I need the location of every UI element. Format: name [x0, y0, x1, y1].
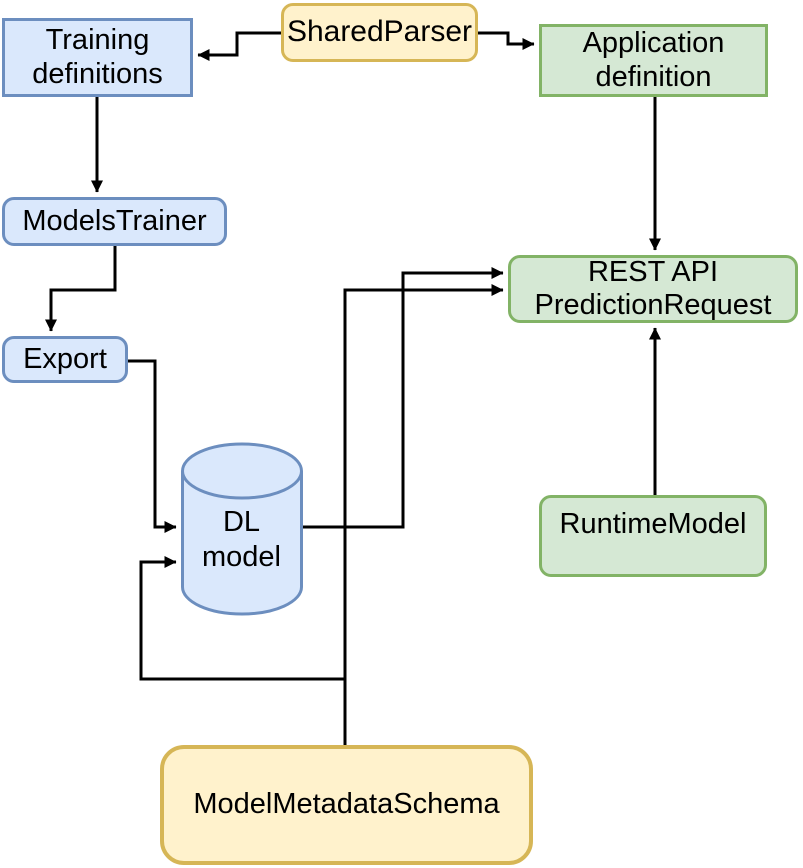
dl-model-cylinder: [181, 442, 303, 616]
node-shared-parser: SharedParser: [281, 3, 478, 62]
models-trainer-label: ModelsTrainer: [22, 204, 207, 237]
edge-export-to-dlmodel: [128, 359, 177, 533]
edge-modelmetadataschema-to-dlmodel: [139, 556, 347, 745]
training-definitions-label: Training definitions: [32, 24, 163, 90]
application-definition-label: Application definition: [582, 27, 725, 93]
node-training-definitions: Training definitions: [2, 18, 193, 97]
node-export: Export: [2, 336, 128, 383]
edge-sharedparser-to-trainingdefinitions: [197, 31, 281, 61]
model-metadata-schema-label: ModelMetadataSchema: [193, 788, 500, 821]
dl-model-label: DL model: [202, 505, 281, 573]
shared-parser-label: SharedParser: [286, 15, 473, 49]
rest-api-label: REST API PredictionRequest: [534, 255, 772, 321]
node-dl-model: DL model: [181, 497, 302, 582]
node-runtime-model: RuntimeModel: [539, 495, 767, 577]
edge-dlmodel-to-restapi: [302, 267, 504, 529]
export-label: Export: [23, 342, 107, 375]
edge-sharedparser-to-applicationdefinition: [478, 31, 535, 50]
runtime-model-label: RuntimeModel: [559, 508, 747, 540]
node-model-metadata-schema: ModelMetadataSchema: [160, 745, 533, 865]
node-application-definition: Application definition: [539, 24, 768, 97]
node-models-trainer: ModelsTrainer: [2, 197, 227, 246]
node-rest-api-prediction-request: REST API PredictionRequest: [508, 255, 798, 323]
edge-modelmetadataschema-to-restapi: [343, 284, 504, 745]
edge-modelstrainer-to-export: [45, 246, 117, 332]
